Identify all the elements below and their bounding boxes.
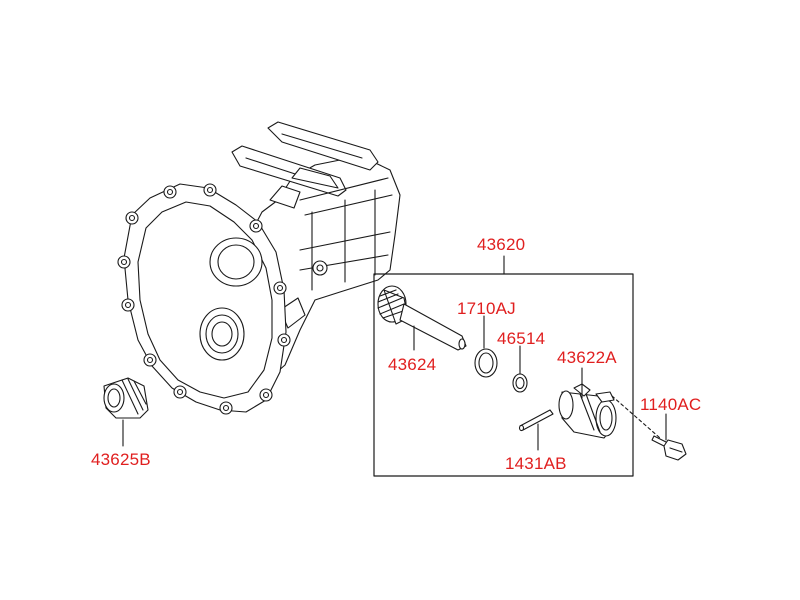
label-43625b: 43625B: [91, 450, 151, 469]
gear-shaft-43624-drawing: [377, 285, 467, 351]
transfer-case-housing: [117, 121, 401, 415]
label-1710aj: 1710AJ: [457, 299, 516, 318]
label-43620: 43620: [477, 235, 526, 254]
bolt-1140ac-drawing: [651, 435, 687, 461]
plug-43625b-drawing: [103, 377, 149, 419]
label-46514: 46514: [497, 329, 546, 348]
leader-lines: [122, 255, 667, 451]
pin-1431ab-drawing: [518, 409, 554, 432]
label-43622a: 43622A: [557, 348, 617, 367]
sleeve-43622a-drawing: [558, 383, 617, 439]
o-ring-46514-drawing: [512, 373, 528, 393]
label-1140ac: 1140AC: [640, 395, 702, 414]
label-1431ab: 1431AB: [505, 454, 567, 473]
o-ring-1710aj-drawing: [474, 348, 498, 378]
label-43624: 43624: [388, 355, 437, 374]
